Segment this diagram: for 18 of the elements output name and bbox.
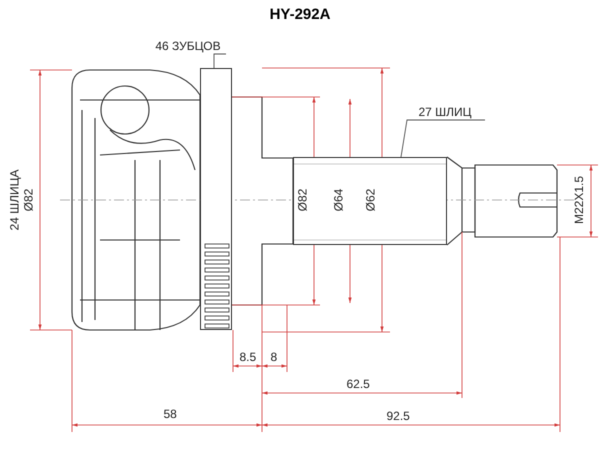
dimension-label: Ø64 [330, 188, 345, 212]
dimension-label: M22X1.5 [572, 176, 586, 224]
dimension-label: Ø82 [294, 188, 309, 212]
dimension-label: 8 [270, 350, 278, 364]
leader-text: 46 ЗУБЦОВ [150, 38, 226, 54]
dimension-label: Ø62 [362, 188, 377, 212]
dimension-label: 92.5 [386, 409, 410, 423]
part-number-title: HY-292A [268, 6, 332, 23]
dimension-label: 62.5 [346, 377, 370, 391]
dimension-label: 8.5 [240, 350, 256, 364]
leader-text: 27 ШЛИЦ [405, 104, 485, 120]
leader-line [400, 120, 486, 158]
splined-shaft [293, 157, 447, 245]
toothed-ring [200, 68, 232, 330]
dimension-label: 58 [164, 407, 177, 421]
dimension-label: 24 ШЛИЦА [7, 169, 22, 231]
dimension-label: Ø82 [20, 188, 35, 212]
leader-line [214, 54, 226, 68]
